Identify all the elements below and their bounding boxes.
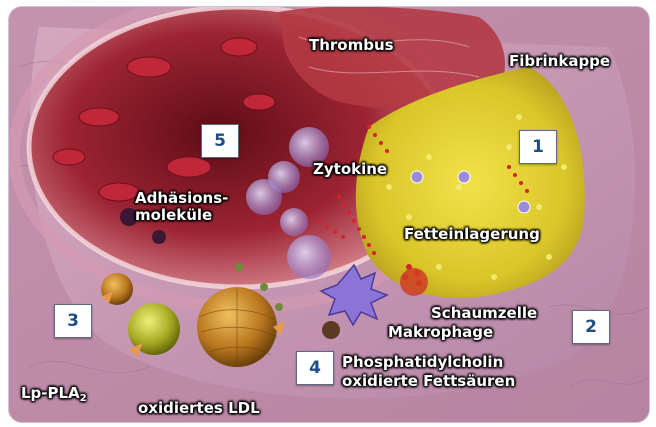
label-lp-pla-subscript: 2 (80, 393, 87, 404)
marker-3: 3 (54, 304, 92, 338)
label-fetteinlagerung: Fetteinlagerung (404, 226, 540, 243)
label-adhaesions-line2: moleküle (135, 207, 228, 224)
label-oxidiertes-ldl: oxidiertes LDL (138, 400, 260, 417)
label-zytokine: Zytokine (313, 161, 387, 178)
label-thrombus: Thrombus (309, 37, 394, 54)
label-phosphatidylcholin: Phosphatidylcholin (342, 354, 503, 371)
marker-2: 2 (572, 310, 610, 344)
illustration-frame: Thrombus Fibrinkappe Zytokine Adhäsions-… (8, 6, 650, 423)
marker-4: 4 (296, 351, 334, 385)
label-adhaesionsmolekuele: Adhäsions- moleküle (135, 190, 228, 224)
label-lp-pla2: Lp-PLA2 (21, 385, 87, 407)
label-makrophage: Makrophage (388, 324, 493, 341)
marker-5: 5 (201, 124, 239, 158)
label-adhaesions-line1: Adhäsions- (135, 190, 228, 207)
label-fibrinkappe: Fibrinkappe (509, 53, 610, 70)
label-oxidierte-fettsaeuren: oxidierte Fettsäuren (342, 373, 515, 390)
marker-1: 1 (519, 130, 557, 164)
label-lp-pla-text: Lp-PLA (21, 384, 80, 402)
label-schaumzelle: Schaumzelle (431, 305, 537, 322)
